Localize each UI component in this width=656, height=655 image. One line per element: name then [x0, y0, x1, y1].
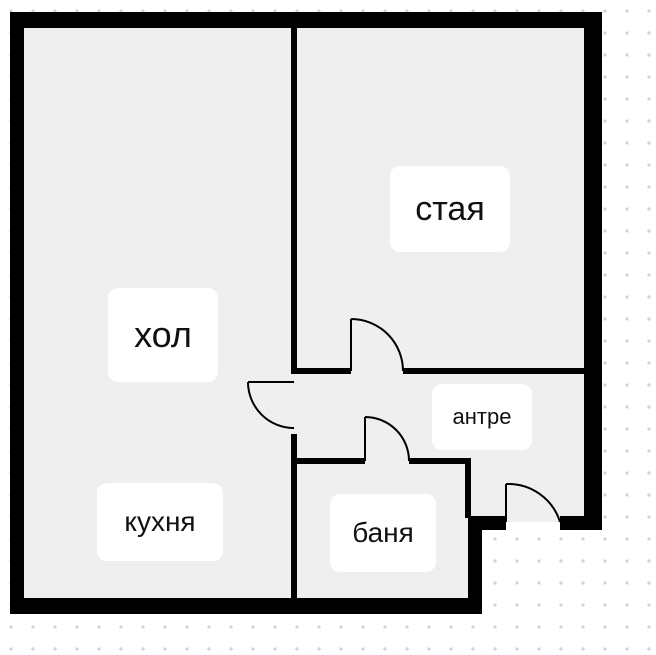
room-label-banya: баня — [330, 494, 436, 572]
door-entrance — [505, 482, 561, 523]
outer-walls — [10, 12, 602, 614]
room-label-kuhnya: кухня — [97, 483, 223, 561]
room-label-staya: стая — [390, 166, 510, 252]
door-staya — [350, 318, 404, 372]
door-hol — [247, 381, 295, 429]
door-banya — [364, 416, 410, 462]
interior-walls — [291, 28, 586, 600]
room-label-hol: хол — [108, 288, 218, 382]
doors — [247, 318, 561, 523]
room-label-antre: антре — [432, 384, 532, 450]
